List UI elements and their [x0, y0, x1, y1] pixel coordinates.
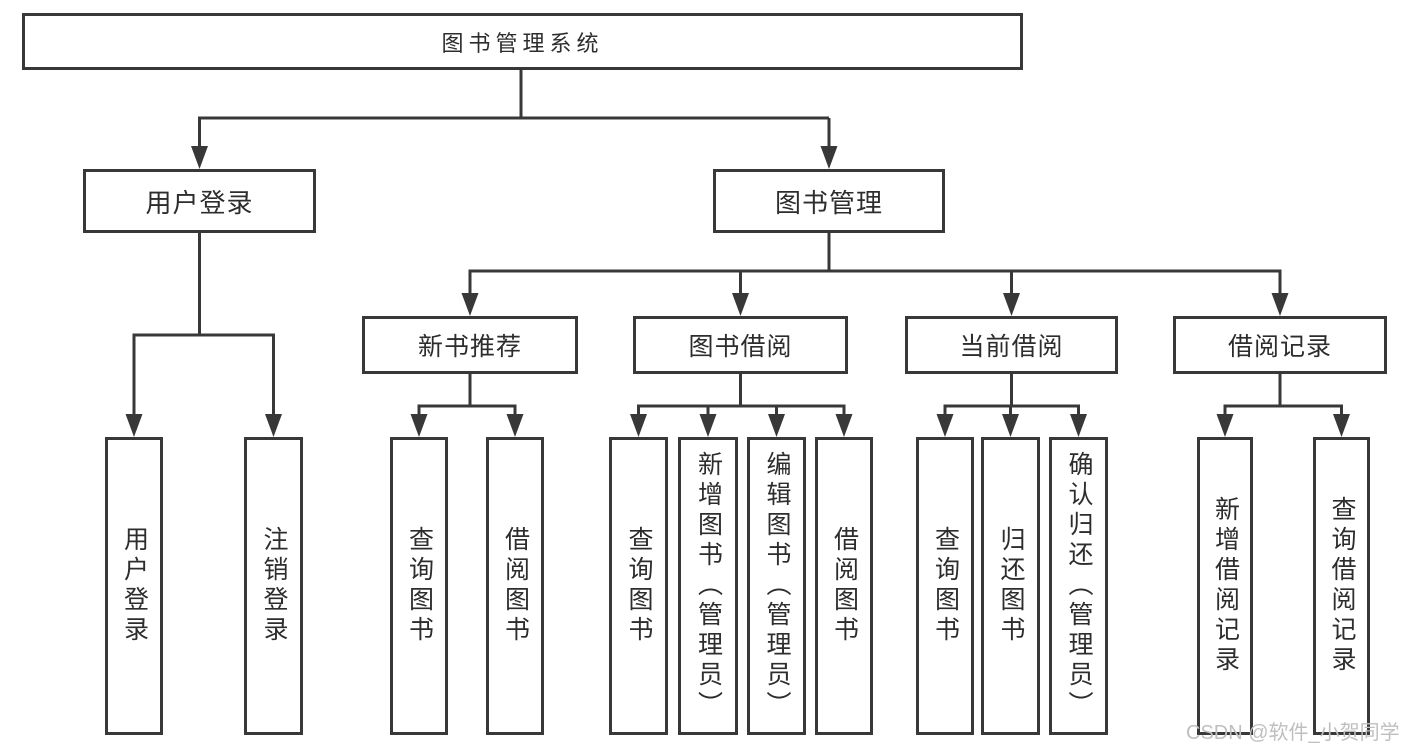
leaf-borrow-books: 借阅图书	[815, 437, 873, 735]
node-new-book-recommendation: 新书推荐	[362, 316, 578, 374]
node-book-management: 图书管理	[713, 169, 945, 233]
leaf-logout: 注销登录	[244, 437, 303, 735]
node-book-management-label: 图书管理	[774, 187, 883, 218]
leaf-return-books: 归还图书	[981, 437, 1040, 735]
leaf-query-books-recommend: 查询图书	[390, 437, 448, 735]
leaf-user-login-label: 用户登录	[120, 526, 149, 646]
leaf-borrow-books-recommend-label: 借阅图书	[501, 526, 530, 646]
leaf-confirm-return-admin: 确认归还（管理员）	[1049, 437, 1108, 735]
node-book-borrowing: 图书借阅	[633, 316, 848, 374]
leaf-edit-book-admin: 编辑图书（管理员）	[747, 437, 806, 735]
leaf-query-books-borrow: 查询图书	[609, 437, 668, 735]
leaf-query-borrow-record-label: 查询借阅记录	[1328, 496, 1356, 676]
leaf-borrow-books-label: 借阅图书	[830, 526, 859, 646]
node-current-borrowing: 当前借阅	[905, 316, 1118, 374]
leaf-query-books-borrow-label: 查询图书	[625, 526, 653, 646]
node-borrowing-records-label: 借阅记录	[1227, 333, 1332, 361]
leaf-query-borrow-record: 查询借阅记录	[1313, 437, 1370, 735]
node-new-book-recommendation-label: 新书推荐	[417, 333, 522, 361]
leaf-borrow-books-recommend: 借阅图书	[486, 437, 544, 735]
node-user-login-label: 用户登录	[145, 187, 254, 218]
leaf-query-books-current: 查询图书	[916, 437, 974, 735]
leaf-query-books-current-label: 查询图书	[931, 526, 960, 646]
leaf-logout-label: 注销登录	[260, 526, 288, 646]
leaf-query-books-recommend-label: 查询图书	[405, 526, 434, 646]
leaf-add-borrow-record-label: 新增借阅记录	[1211, 496, 1240, 676]
leaf-add-book-admin-label: 新增图书（管理员）	[694, 451, 723, 721]
node-current-borrowing-label: 当前借阅	[959, 333, 1064, 361]
node-book-borrowing-label: 图书借阅	[688, 333, 793, 361]
leaf-return-books-label: 归还图书	[997, 526, 1025, 646]
leaf-edit-book-admin-label: 编辑图书（管理员）	[763, 451, 791, 721]
arrowhead-icons	[125, 146, 1350, 437]
node-root: 图书管理系统	[22, 13, 1023, 70]
node-borrowing-records: 借阅记录	[1173, 316, 1387, 374]
node-root-label: 图书管理系统	[441, 30, 604, 56]
node-user-login: 用户登录	[83, 169, 316, 233]
leaf-add-borrow-record: 新增借阅记录	[1197, 437, 1253, 735]
leaf-add-book-admin: 新增图书（管理员）	[678, 437, 738, 735]
leaf-user-login: 用户登录	[105, 437, 163, 735]
leaf-confirm-return-admin-label: 确认归还（管理员）	[1065, 451, 1093, 721]
csdn-watermark: CSDN @软件_小贺同学	[1186, 722, 1400, 744]
